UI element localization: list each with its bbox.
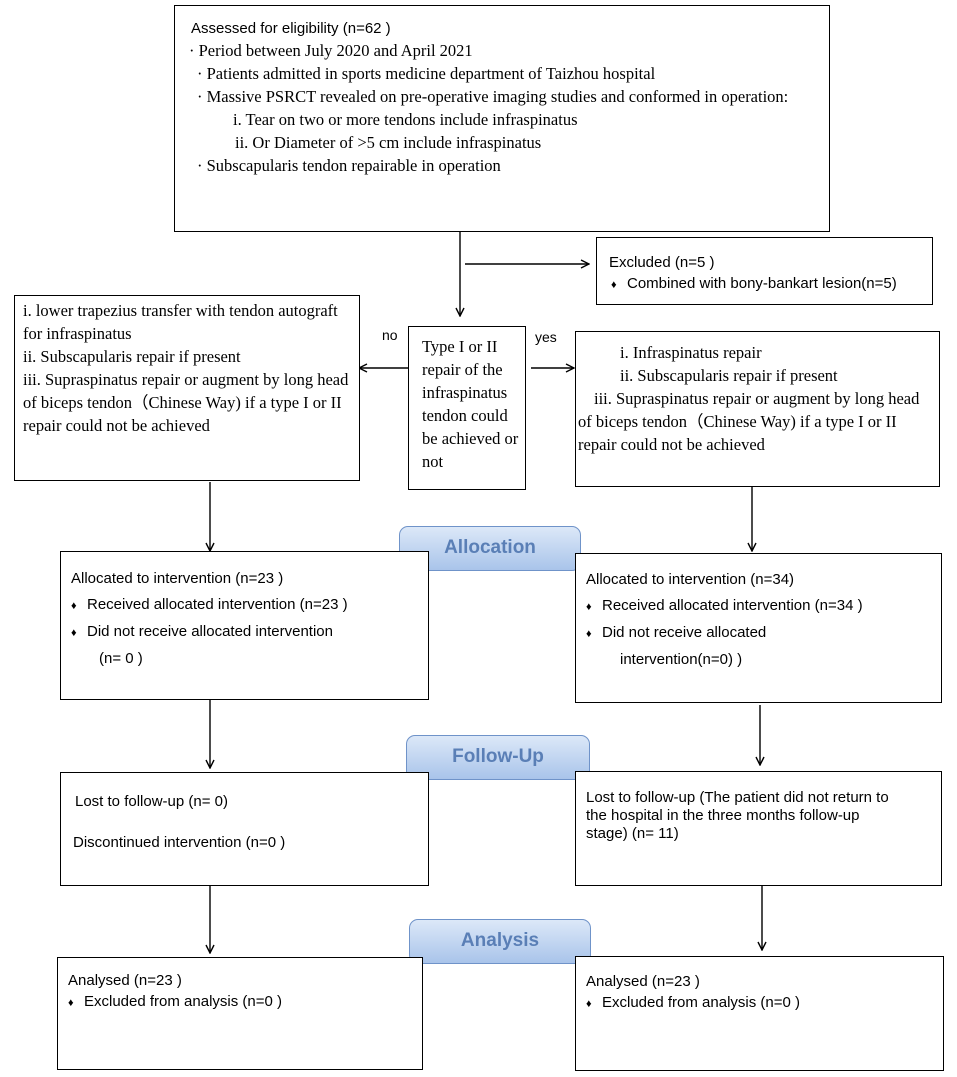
left-followup-lost: Lost to follow-up (n= 0): [75, 793, 228, 810]
bullet-icon: ♦: [68, 997, 74, 1009]
right-analysis-excluded: ♦Excluded from analysis (n=0 ): [586, 992, 937, 1015]
bullet-icon: ♦: [586, 601, 592, 613]
eligibility-item-subscapularis: · Subscapularis tendon repairable in ope…: [197, 156, 501, 175]
left-allocation-not-received: ♦Did not receive allocated intervention: [71, 619, 422, 646]
left-procedure-item-trapezius: i. lower trapezius transfer with tendon …: [23, 301, 338, 343]
left-analysis-excluded: ♦Excluded from analysis (n=0 ): [68, 991, 416, 1014]
left-allocation-title: Allocated to intervention (n=23 ): [71, 570, 284, 587]
stage-allocation: Allocation: [399, 526, 581, 571]
eligibility-item-period: · Period between July 2020 and April 202…: [189, 41, 473, 60]
bullet-icon: ♦: [586, 628, 592, 640]
eligibility-sub-diameter: ii. Or Diameter of >5 cm include infrasp…: [235, 133, 542, 152]
left-analysis-title: Analysed (n=23 ): [68, 972, 182, 989]
eligibility-sub-tear: i. Tear on two or more tendons include i…: [233, 110, 578, 129]
bullet-icon: ♦: [71, 627, 77, 639]
right-allocation-title: Allocated to intervention (n=34): [586, 571, 795, 588]
right-procedure-item-supraspinatus: iii. Supraspinatus repair or augment by …: [578, 389, 920, 454]
eligibility-item-department: · Patients admitted in sports medicine d…: [197, 64, 656, 83]
left-followup-discontinued: Discontinued intervention (n=0 ): [73, 834, 286, 851]
stage-analysis: Analysis: [409, 919, 591, 964]
left-procedure-box: i. lower trapezius transfer with tendon …: [14, 295, 360, 481]
left-allocation-box: Allocated to intervention (n=23 ) ♦Recei…: [60, 551, 429, 700]
right-procedure-item-subscapularis: ii. Subscapularis repair if present: [620, 366, 838, 385]
right-followup-box: Lost to follow-up (The patient did not r…: [575, 771, 942, 886]
bullet-icon: ♦: [586, 998, 592, 1010]
decision-yes-label: yes: [535, 329, 557, 345]
right-allocation-not-received-count: intervention(n=0) ): [620, 651, 743, 668]
decision-no-label: no: [382, 327, 398, 343]
eligibility-box: Assessed for eligibility (n=62 ) · Perio…: [174, 5, 830, 232]
eligibility-title: Assessed for eligibility (n=62 ): [191, 20, 391, 37]
decision-box: Type I or II repair of the infraspinatus…: [408, 326, 526, 490]
decision-text: Type I or II repair of the infraspinatus…: [422, 337, 519, 471]
left-procedure-item-supraspinatus: iii. Supraspinatus repair or augment by …: [23, 370, 349, 435]
left-procedure-item-subscapularis: ii. Subscapularis repair if present: [23, 347, 241, 366]
bullet-icon: ♦: [611, 279, 617, 291]
excluded-title: Excluded (n=5 ): [609, 254, 715, 271]
left-allocation-received: ♦Received allocated intervention (n=23 ): [71, 592, 422, 619]
right-procedure-item-infraspinatus: i. Infraspinatus repair: [620, 343, 762, 362]
left-allocation-not-received-count: (n= 0 ): [99, 650, 143, 667]
left-followup-box: Lost to follow-up (n= 0) Discontinued in…: [60, 772, 429, 886]
right-followup-lost: Lost to follow-up (The patient did not r…: [586, 789, 889, 842]
bullet-icon: ♦: [71, 600, 77, 612]
right-procedure-box: i. Infraspinatus repair ii. Subscapulari…: [575, 331, 940, 487]
excluded-box: Excluded (n=5 ) ♦Combined with bony-bank…: [596, 237, 933, 305]
stage-follow-up: Follow-Up: [406, 735, 590, 780]
eligibility-item-massive-psrct: · Massive PSRCT revealed on pre-operativ…: [197, 87, 789, 106]
left-analysis-box: Analysed (n=23 ) ♦Excluded from analysis…: [57, 957, 423, 1070]
right-allocation-not-received: ♦Did not receive allocated: [586, 620, 935, 647]
right-allocation-box: Allocated to intervention (n=34) ♦Receiv…: [575, 553, 942, 703]
right-analysis-title: Analysed (n=23 ): [586, 973, 700, 990]
right-allocation-received: ♦Received allocated intervention (n=34 ): [586, 593, 935, 620]
excluded-item: ♦Combined with bony-bankart lesion(n=5): [611, 273, 924, 296]
right-analysis-box: Analysed (n=23 ) ♦Excluded from analysis…: [575, 956, 944, 1071]
